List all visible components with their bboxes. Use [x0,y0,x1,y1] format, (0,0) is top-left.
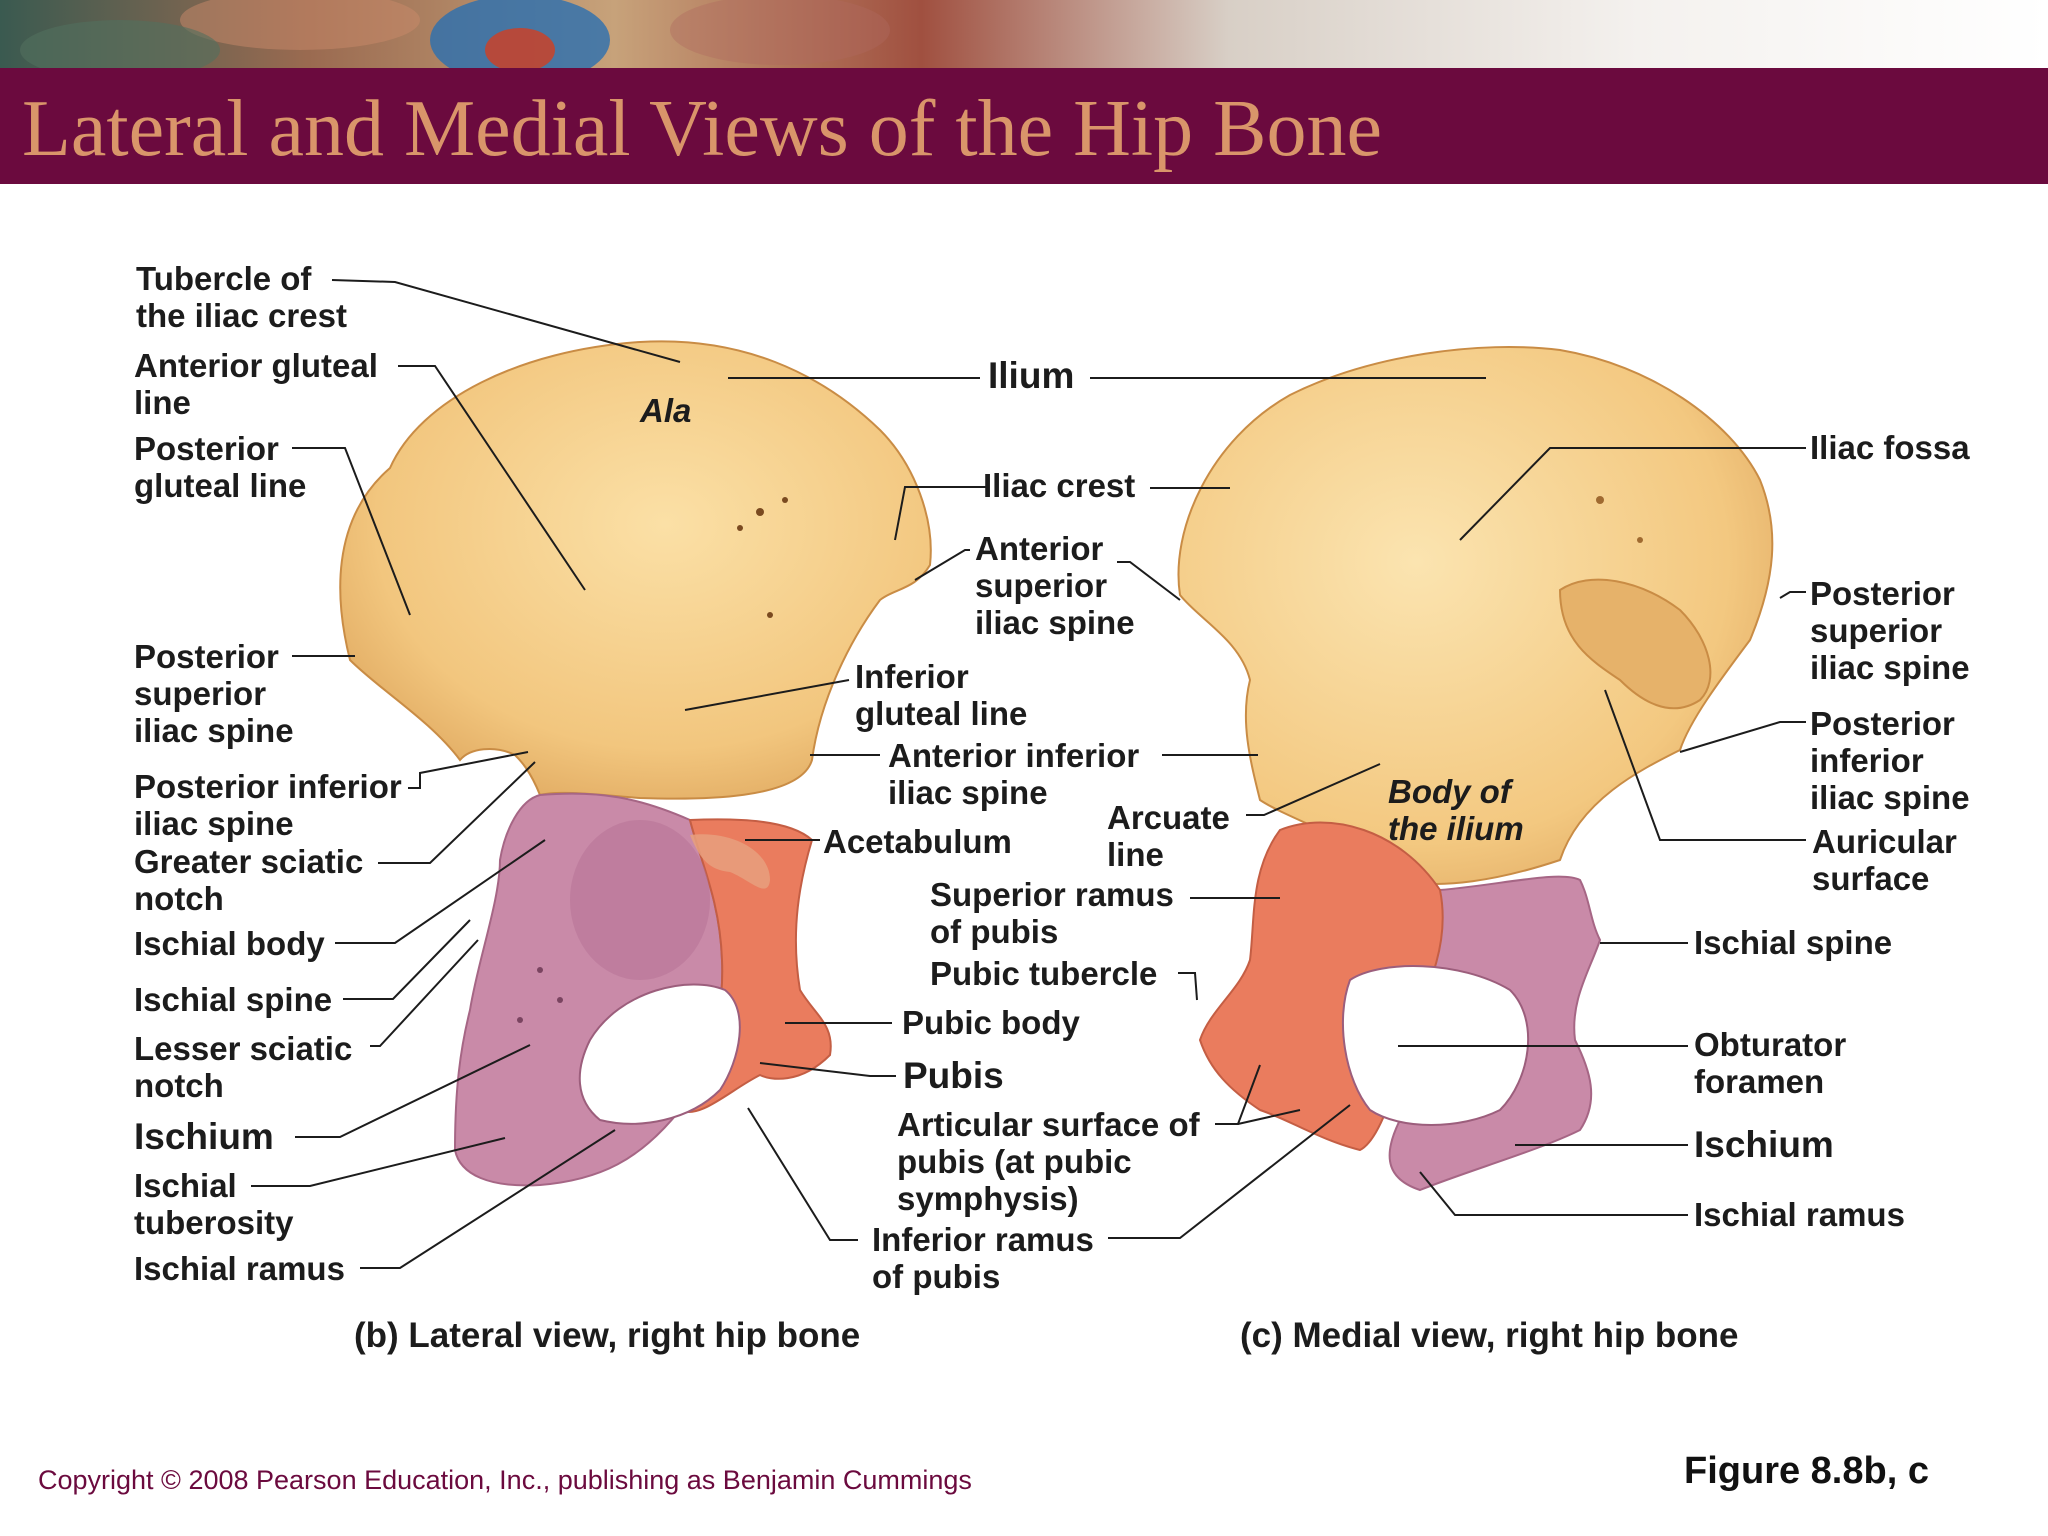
label-inferior-gluteal-line: Inferior gluteal line [855,658,1028,732]
label-anterior-gluteal-line: Anterior gluteal line [134,347,378,421]
label-articular-surface-pubis: Articular surface of pubis (at pubic sym… [897,1106,1200,1217]
label-anterior-inferior-iliac-spine: Anterior inferior iliac spine [888,737,1140,811]
label-ischium-medial: Ischium [1694,1124,1834,1165]
label-pubic-tubercle: Pubic tubercle [930,955,1158,992]
label-auricular-surface: Auricular surface [1812,823,1957,897]
label-acetabulum: Acetabulum [823,823,1012,860]
label-posterior-inferior-iliac-spine-lateral: Posterior inferior iliac spine [134,768,402,842]
lateral-hip-bone [339,340,932,1187]
label-arcuate-line: Arcuate line [1107,799,1230,873]
label-greater-sciatic-notch: Greater sciatic notch [134,843,364,917]
caption-medial-view: (c) Medial view, right hip bone [1240,1316,1739,1355]
lateral-ilium-region [339,340,932,800]
caption-lateral-view: (b) Lateral view, right hip bone [354,1316,861,1355]
label-posterior-superior-iliac-spine-lateral: Posterior superior iliac spine [134,638,294,749]
medial-leader-lines [1090,377,1806,1239]
decorative-banner [0,0,2048,68]
medial-ilium-region [1177,346,1774,885]
label-obturator-foramen: Obturator foramen [1694,1026,1847,1100]
title-bar [0,68,2048,184]
label-ischial-spine-lateral: Ischial spine [134,981,333,1018]
label-ischial-tuberosity: Ischial tuberosity [134,1167,294,1241]
label-ischium-lateral: Ischium [134,1116,274,1157]
copyright-notice: Copyright © 2008 Pearson Education, Inc.… [38,1465,972,1495]
label-iliac-fossa: Iliac fossa [1810,429,1970,466]
auricular-surface-shape [1558,578,1712,710]
lateral-leader-lines [251,279,987,1269]
label-ischial-spine-medial: Ischial spine [1694,924,1893,961]
label-ischial-ramus-medial: Ischial ramus [1694,1196,1905,1233]
label-body-of-ilium: Body of the ilium [1388,773,1524,847]
label-anterior-superior-iliac-spine: Anterior superior iliac spine [975,530,1135,641]
label-posterior-inferior-iliac-spine-medial: Posterior inferior iliac spine [1810,705,1970,816]
figure-reference: Figure 8.8b, c [1684,1450,1929,1492]
label-ala: Ala [640,392,692,429]
label-posterior-gluteal-line: Posterior gluteal line [134,430,307,504]
label-posterior-superior-iliac-spine-medial: Posterior superior iliac spine [1810,575,1970,686]
label-ischial-body: Ischial body [134,925,325,962]
label-inferior-ramus-pubis: Inferior ramus of pubis [872,1221,1094,1295]
medial-hip-bone [1177,346,1774,1192]
slide-title: Lateral and Medial Views of the Hip Bone [22,85,1382,173]
label-lesser-sciatic-notch: Lesser sciatic notch [134,1030,353,1104]
label-superior-ramus-pubis: Superior ramus of pubis [930,876,1174,950]
label-iliac-crest: Iliac crest [983,467,1136,504]
label-tubercle-iliac-crest: Tubercle of the iliac crest [136,260,347,334]
label-ilium: Ilium [988,355,1075,396]
acetabulum-shape [690,834,770,889]
lateral-obturator-foramen [578,983,741,1125]
label-pubic-body: Pubic body [902,1004,1080,1041]
label-pubis: Pubis [903,1055,1004,1096]
label-ischial-ramus-lateral: Ischial ramus [134,1250,345,1287]
